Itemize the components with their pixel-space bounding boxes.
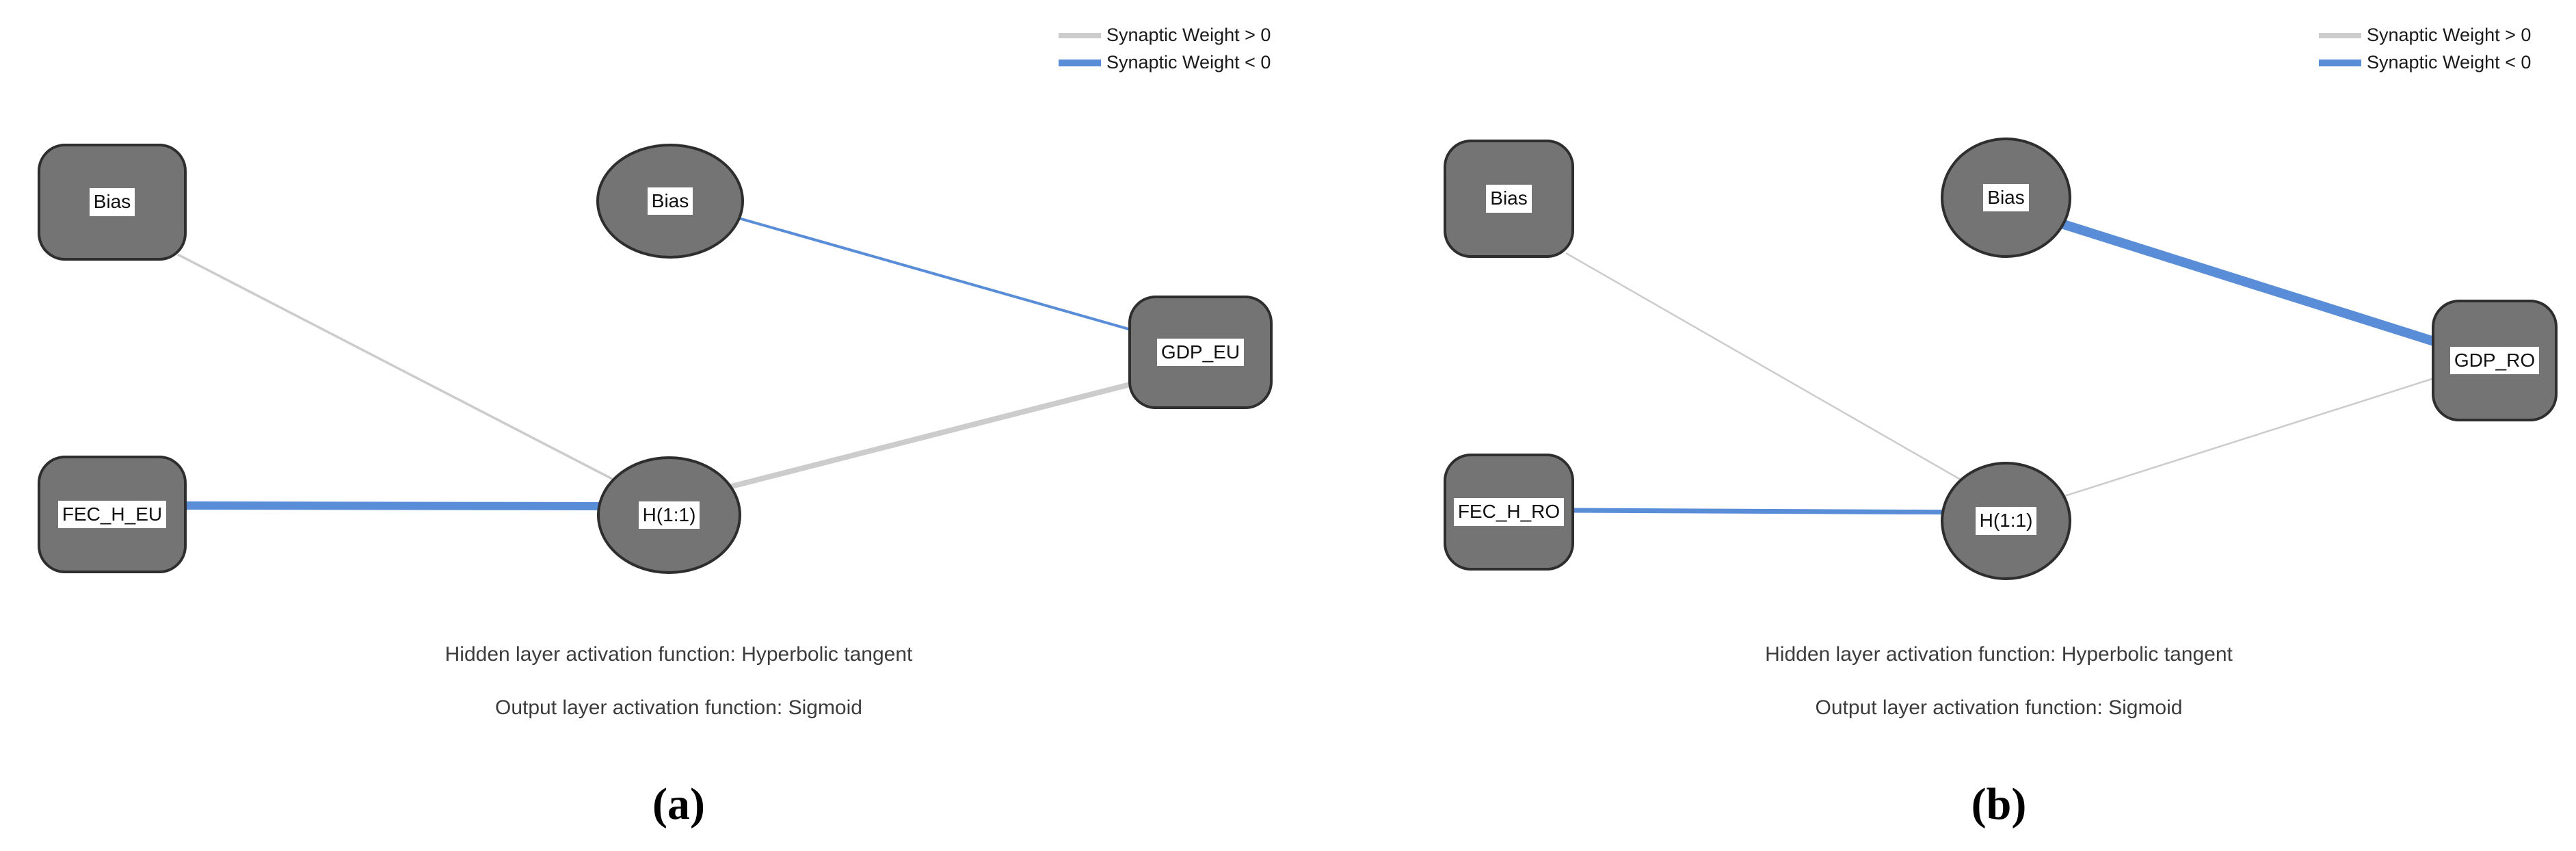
edge-b-hidden-output xyxy=(2058,374,2445,499)
legend-row-positive: Synaptic Weight > 0 xyxy=(1059,25,1271,46)
negative-weight-line-icon xyxy=(2319,59,2361,66)
node-bias-input-a: Bias xyxy=(38,144,187,261)
edge-a-biashidden-output xyxy=(731,215,1141,334)
footnote-hidden-activation-b: Hidden layer activation function: Hyperb… xyxy=(1765,643,2233,666)
edge-b-biashidden-output xyxy=(2053,217,2447,350)
legend-row-negative: Synaptic Weight < 0 xyxy=(2319,52,2531,73)
node-bias-hidden-a: Bias xyxy=(596,144,744,259)
positive-weight-line-icon xyxy=(1059,32,1101,38)
node-output-b: GDP_RO xyxy=(2432,300,2558,421)
legend-label-positive: Synaptic Weight > 0 xyxy=(2367,25,2532,45)
footnote-output-activation-a: Output layer activation function: Sigmoi… xyxy=(495,696,862,719)
legend-label-positive: Synaptic Weight > 0 xyxy=(1106,25,1271,45)
edge-b-input-hidden xyxy=(1569,508,1991,515)
node-label: Bias xyxy=(1983,183,2029,212)
node-input-a: FEC_H_EU xyxy=(38,456,187,573)
node-label: H(1:1) xyxy=(638,501,700,529)
edge-a-hidden-output xyxy=(717,379,1141,493)
node-label: GDP_EU xyxy=(1156,338,1245,367)
node-label: GDP_RO xyxy=(2449,346,2540,375)
positive-weight-line-icon xyxy=(2319,32,2361,38)
legend-panel-b: Synaptic Weight > 0 Synaptic Weight < 0 xyxy=(2319,25,2531,73)
caption-panel-a: (a) xyxy=(652,779,705,829)
node-input-b: FEC_H_RO xyxy=(1444,454,1574,571)
legend-row-positive: Synaptic Weight > 0 xyxy=(2319,25,2531,46)
footnote-hidden-activation-a: Hidden layer activation function: Hyperb… xyxy=(444,643,913,666)
negative-weight-line-icon xyxy=(1059,59,1101,66)
node-hidden-b: H(1:1) xyxy=(1941,462,2071,580)
node-output-a: GDP_EU xyxy=(1128,296,1273,409)
node-label: FEC_H_EU xyxy=(57,500,167,529)
legend-row-negative: Synaptic Weight < 0 xyxy=(1059,52,1271,73)
node-label: FEC_H_RO xyxy=(1453,498,1565,526)
node-label: Bias xyxy=(647,187,693,215)
node-label: Bias xyxy=(1486,185,1532,213)
edge-b-biasinput-hidden xyxy=(1565,252,1984,494)
caption-panel-b: (b) xyxy=(1971,779,2027,829)
legend-label-negative: Synaptic Weight < 0 xyxy=(1106,52,1271,73)
edge-a-biasinput-hidden xyxy=(177,253,637,493)
footnote-output-activation-b: Output layer activation function: Sigmoi… xyxy=(1815,696,2183,719)
node-hidden-a: H(1:1) xyxy=(597,456,741,574)
node-bias-input-b: Bias xyxy=(1444,140,1574,258)
node-label: Bias xyxy=(89,188,135,216)
legend-label-negative: Synaptic Weight < 0 xyxy=(2367,52,2532,73)
legend-panel-a: Synaptic Weight > 0 Synaptic Weight < 0 xyxy=(1059,25,1271,73)
node-label: H(1:1) xyxy=(1975,507,2037,535)
node-bias-hidden-b: Bias xyxy=(1941,138,2071,258)
